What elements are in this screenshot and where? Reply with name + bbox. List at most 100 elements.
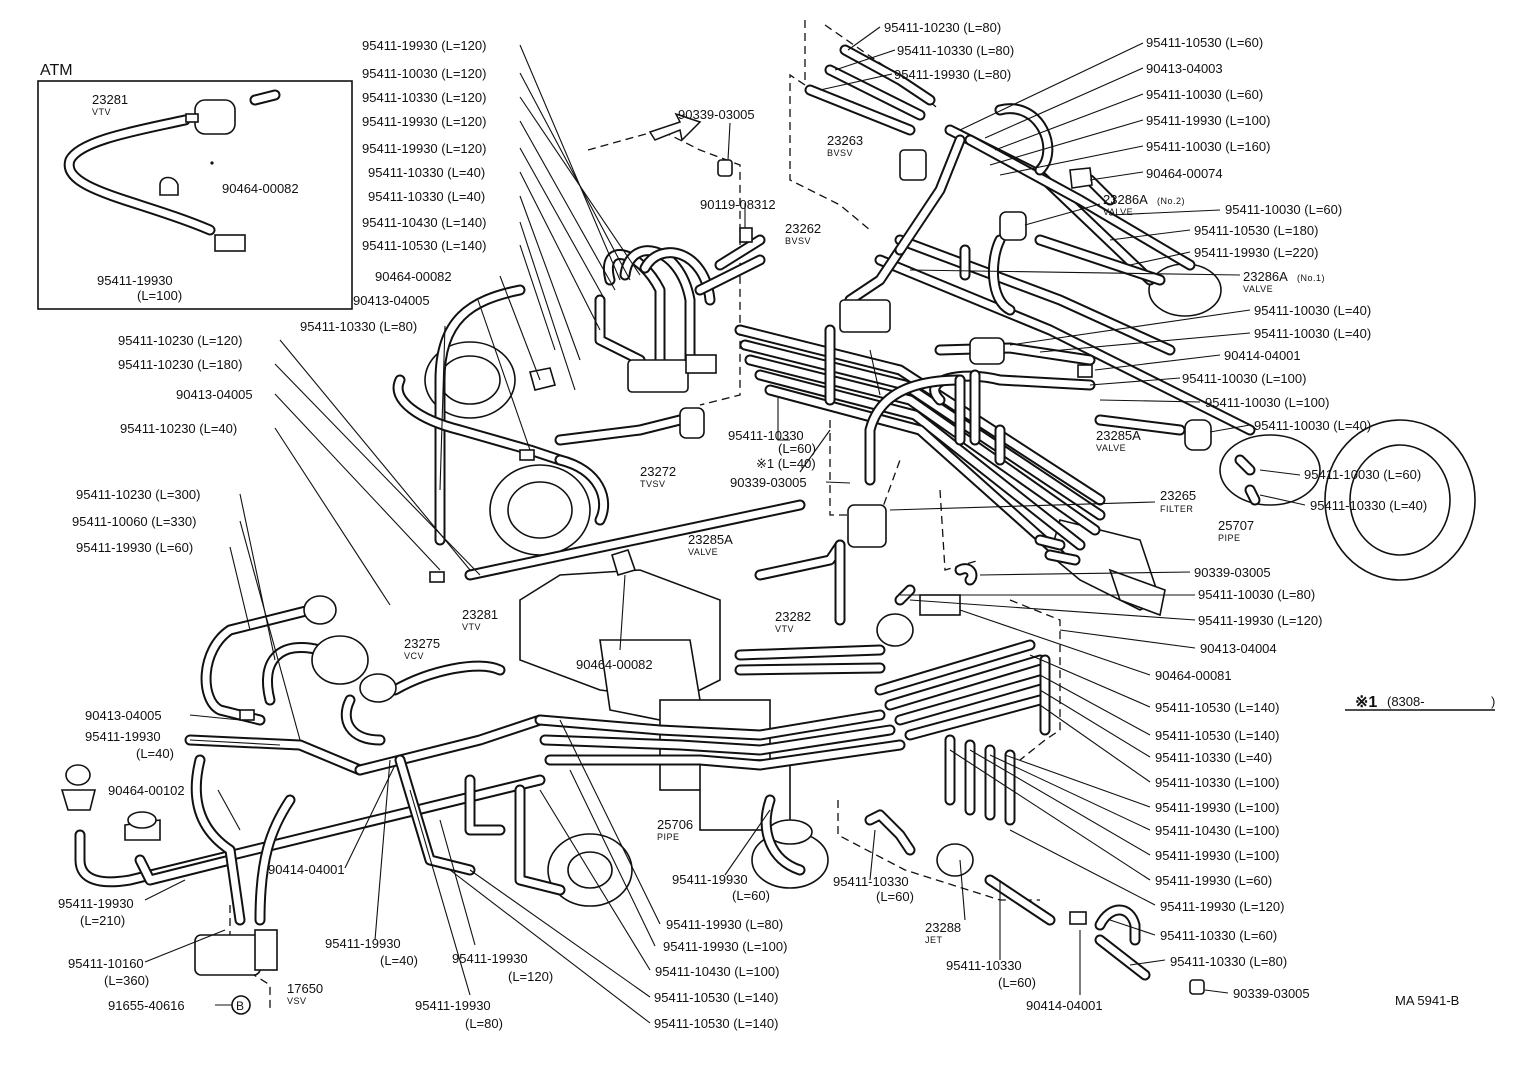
note-close: ): [1491, 694, 1495, 709]
part-23285a-right-sub: VALVE: [1096, 443, 1126, 453]
label-87: 95411-19930 (L=60): [1155, 873, 1272, 888]
label-73: 95411-10030 (L=60): [1304, 467, 1421, 482]
valve-23285a-left: [679, 407, 705, 439]
throttle-bore: [507, 481, 573, 539]
label-20: 95411-19930: [85, 729, 161, 744]
part-23282-no: 23282: [775, 609, 811, 624]
label-51: 95411-10330: [946, 958, 1022, 973]
label-43: 95411-19930 (L=100): [663, 939, 787, 954]
vsv-17650: [194, 934, 261, 976]
atm-inset-hoses: [63, 89, 281, 252]
label-17: 95411-10060 (L=330): [72, 514, 196, 529]
atm-hose-number: 95411-19930: [97, 273, 173, 288]
label-18: 95411-19930 (L=60): [76, 540, 193, 555]
label-83: 95411-10330 (L=100): [1155, 775, 1279, 790]
clamp-right: [1069, 167, 1093, 189]
label-71: 95411-10030 (L=100): [1205, 395, 1329, 410]
label-84: 95411-19930 (L=100): [1155, 800, 1279, 815]
label-3: 95411-19930 (L=120): [362, 114, 486, 129]
leader-lines: [144, 26, 1306, 1024]
label-12: 95411-10230 (L=120): [118, 333, 242, 348]
label-2: 95411-10330 (L=120): [362, 90, 486, 105]
part-23275-sub: VCV: [404, 651, 424, 661]
label-25: 95411-10160: [68, 956, 144, 971]
bvsv-23262: [839, 299, 891, 333]
label-19: 90413-04005: [85, 708, 162, 723]
filter-23265: [847, 504, 887, 548]
upper-pipe-bundle: [734, 124, 1256, 561]
part-23265-sub: FILTER: [1160, 504, 1193, 514]
label-5: 95411-10330 (L=40): [368, 165, 485, 180]
label-0: 95411-19930 (L=120): [362, 38, 486, 53]
bolt-90119: [739, 227, 753, 243]
label-67: 95411-10030 (L=40): [1254, 303, 1371, 318]
part-25706-no: 25706: [657, 817, 693, 832]
air-cleaner-ring: [439, 355, 501, 405]
label-38: (L=60): [778, 441, 816, 456]
center-pipe-bundle: [534, 539, 1151, 981]
label-37: 95411-10330: [728, 428, 804, 443]
label-79: 90464-00081: [1155, 668, 1232, 683]
jet-23288: [936, 843, 974, 877]
label-26: (L=360): [104, 973, 149, 988]
label-30: (L=40): [380, 953, 418, 968]
label-75: 90339-03005: [1194, 565, 1271, 580]
reservoir-tank: [1219, 434, 1321, 506]
label-70: 95411-10030 (L=100): [1182, 371, 1306, 386]
label-7: 95411-10430 (L=140): [362, 215, 486, 230]
dashed-outline-lower: [1009, 599, 1061, 761]
dashed-outline-right2: [939, 489, 981, 571]
label-8: 95411-10530 (L=140): [362, 238, 486, 253]
brake-booster-inner: [1349, 444, 1451, 556]
engine-block-lower: [699, 759, 791, 831]
label-76: 95411-10030 (L=80): [1198, 587, 1315, 602]
label-9: 90464-00082: [375, 269, 452, 284]
label-61: 95411-19930 (L=100): [1146, 113, 1270, 128]
bvsv-23263: [899, 149, 927, 181]
label-69: 90414-04001: [1224, 348, 1301, 363]
direction-arrow: [648, 112, 702, 142]
label-34: (L=80): [465, 1016, 503, 1031]
label-59: 90413-04003: [1146, 61, 1223, 76]
part-23275-no: 23275: [404, 636, 440, 651]
label-56: 95411-10330 (L=80): [897, 43, 1014, 58]
label-21: (L=40): [136, 746, 174, 761]
label-48: (L=60): [732, 888, 770, 903]
upper-hose-loops: [594, 44, 966, 406]
atm-vtv-body: [194, 99, 236, 135]
part-23285a-left-sub: VALVE: [688, 547, 718, 557]
label-28: 90414-04001: [268, 862, 345, 877]
label-77: 95411-19930 (L=120): [1198, 613, 1322, 628]
part-23286a-no2-sub: VALVE: [1103, 207, 1133, 217]
label-55: 95411-10230 (L=80): [884, 20, 1001, 35]
circle-b-letter: B: [236, 999, 244, 1013]
distributor-cap: [567, 851, 613, 889]
vtv-23282: [876, 613, 914, 647]
label-4: 95411-19930 (L=120): [362, 141, 486, 156]
atm-vtv-sub: VTV: [92, 107, 111, 117]
part-23272-no: 23272: [640, 464, 676, 479]
label-15: 95411-10230 (L=40): [120, 421, 237, 436]
part-25707-sub: PIPE: [1218, 533, 1241, 543]
plug-90339-lower: [1189, 979, 1205, 995]
vtv-23281: [303, 595, 337, 625]
label-52: (L=60): [998, 975, 1036, 990]
part-23285a-right-no: 23285A: [1096, 428, 1141, 443]
charcoal-canister: [1148, 263, 1222, 317]
label-63: 90464-00074: [1146, 166, 1223, 181]
label-27: 91655-40616: [108, 998, 185, 1013]
part-25707-no: 25707: [1218, 518, 1254, 533]
label-66: 95411-19930 (L=220): [1194, 245, 1318, 260]
part-23262-no: 23262: [785, 221, 821, 236]
label-81: 95411-10530 (L=140): [1155, 728, 1279, 743]
atm-vtv-number: 23281: [92, 92, 128, 107]
clamp-center: [611, 549, 637, 576]
part-23281-no: 23281: [462, 607, 498, 622]
label-6: 95411-10330 (L=40): [368, 189, 485, 204]
label-82: 95411-10330 (L=40): [1155, 750, 1272, 765]
label-68: 95411-10030 (L=40): [1254, 326, 1371, 341]
part-23263-no: 23263: [827, 133, 863, 148]
label-90: 95411-10330 (L=80): [1170, 954, 1287, 969]
